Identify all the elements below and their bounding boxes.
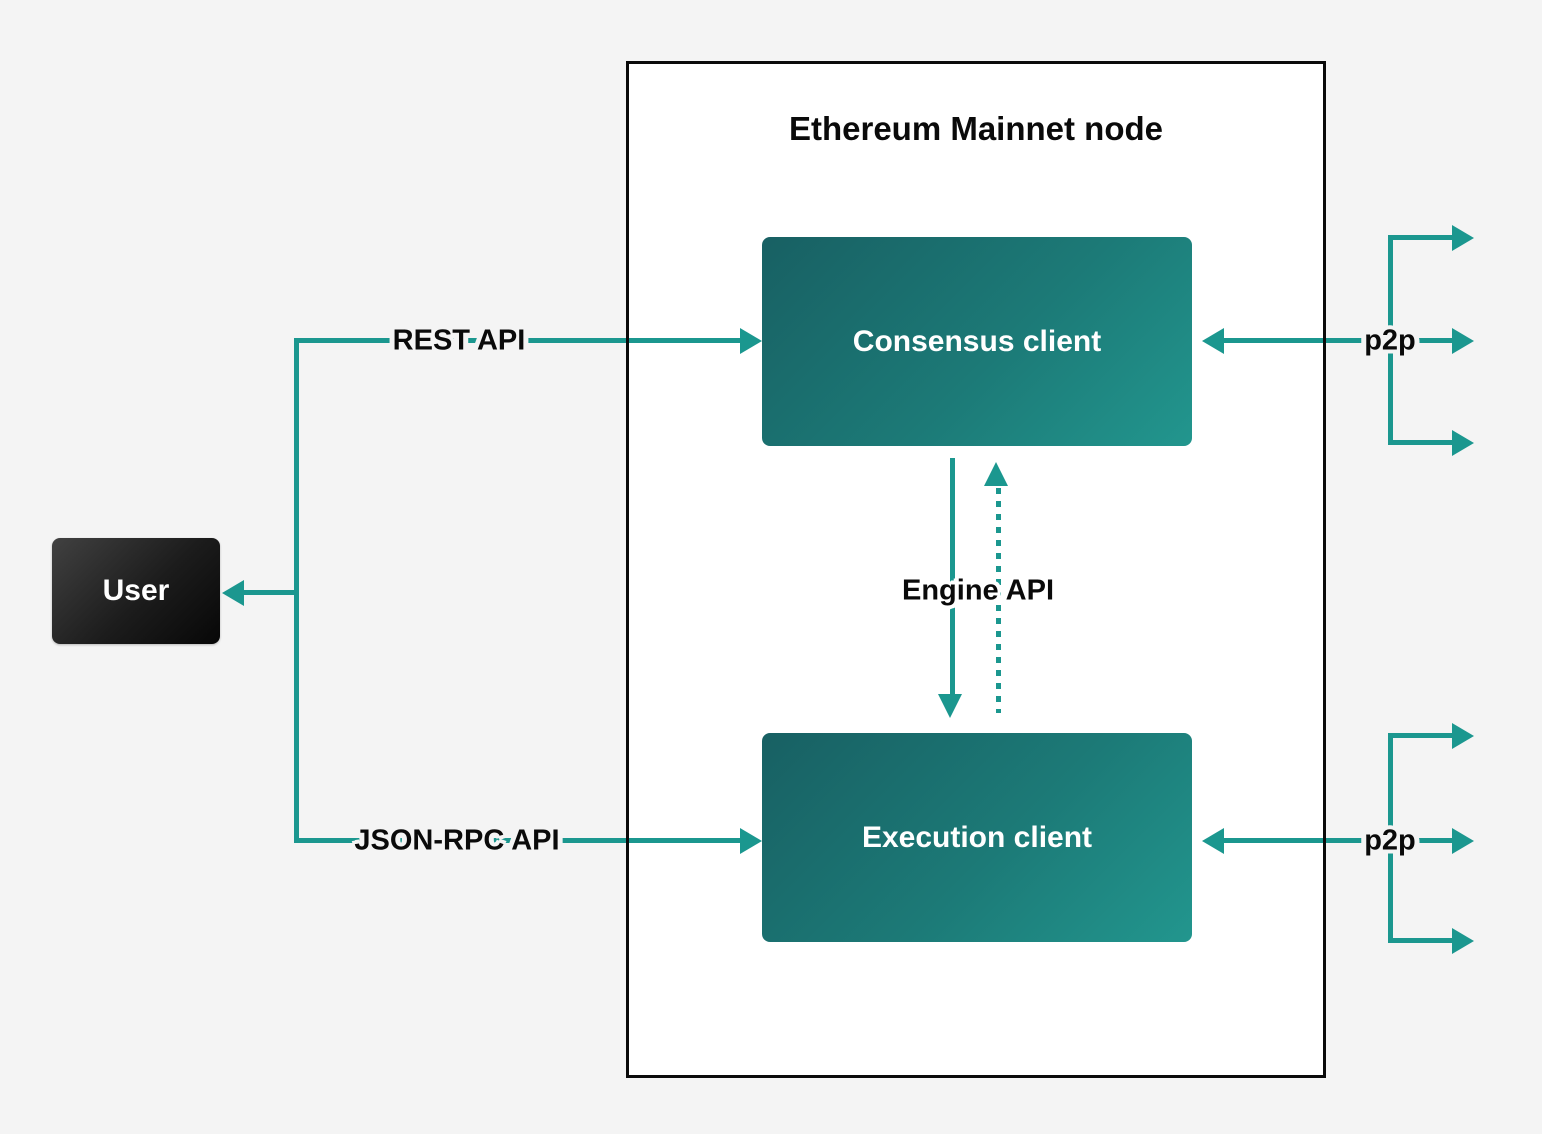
consensus-client-label: Consensus client <box>852 324 1102 358</box>
consensus-client-box: Consensus client <box>762 237 1192 446</box>
json-rpc-api-label: JSON-RPC API <box>354 824 560 857</box>
user-box: User <box>52 538 220 644</box>
rest-api-line <box>294 338 740 343</box>
p2p-top-upper-branch-line <box>1390 235 1452 240</box>
execution-client-box: Execution client <box>762 733 1192 942</box>
p2p-bottom-upper-branch-line <box>1390 733 1452 738</box>
p2p-label-bottom: p2p <box>1364 824 1416 857</box>
execution-client-label: Execution client <box>861 820 1093 854</box>
engine-api-up-dotted-line <box>996 488 1001 713</box>
rest-api-label: REST API <box>392 324 526 357</box>
user-connector-line <box>244 590 296 595</box>
p2p-bottom-middle-arrowhead-icon <box>1452 828 1474 854</box>
p2p-bottom-lower-branch-line <box>1390 938 1452 943</box>
p2p-top-into-consensus-arrowhead-icon <box>1202 328 1224 354</box>
engine-api-down-arrowhead-icon <box>938 694 962 718</box>
p2p-bottom-into-execution-arrowhead-icon <box>1202 828 1224 854</box>
user-label: User <box>102 574 170 607</box>
p2p-bottom-main-line <box>1224 838 1452 843</box>
mainnet-node-title: Ethereum Mainnet node <box>788 110 1164 147</box>
p2p-top-main-line <box>1224 338 1452 343</box>
p2p-bottom-lower-arrowhead-icon <box>1452 928 1474 954</box>
p2p-bottom-bracket-line <box>1388 733 1393 943</box>
p2p-top-lower-arrowhead-icon <box>1452 430 1474 456</box>
p2p-top-bracket-line <box>1388 235 1393 445</box>
p2p-bottom-upper-arrowhead-icon <box>1452 723 1474 749</box>
user-arrowhead-icon <box>222 580 244 606</box>
p2p-top-lower-branch-line <box>1390 440 1452 445</box>
json-rpc-api-arrowhead-icon <box>740 828 762 854</box>
p2p-top-middle-arrowhead-icon <box>1452 328 1474 354</box>
json-rpc-api-line <box>294 838 740 843</box>
engine-api-down-line <box>950 458 955 694</box>
rest-api-arrowhead-icon <box>740 328 762 354</box>
engine-api-up-arrowhead-icon <box>984 462 1008 486</box>
p2p-label-top: p2p <box>1364 324 1416 357</box>
p2p-top-upper-arrowhead-icon <box>1452 225 1474 251</box>
engine-api-label: Engine API <box>902 574 1054 607</box>
user-branch-vertical-line <box>294 338 299 843</box>
